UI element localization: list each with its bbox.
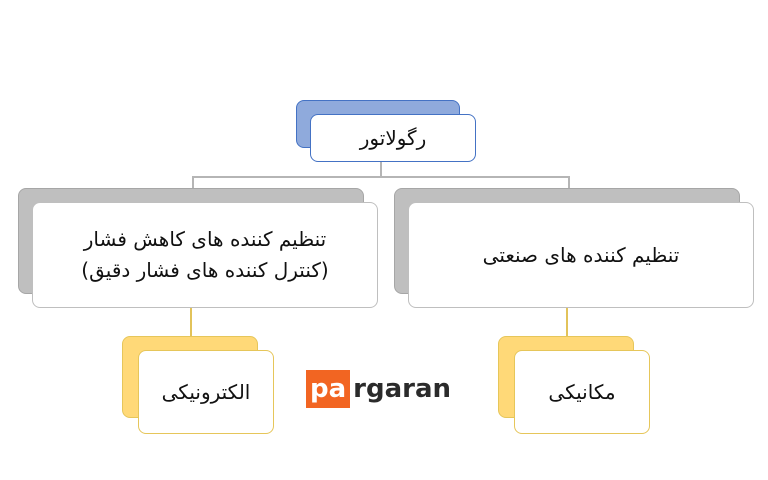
- right-leaf-label: مکانیکی: [548, 380, 616, 404]
- right-leaf-node: مکانیکی: [514, 350, 650, 434]
- left-branch-line2: (کنترل کننده های فشار دقیق): [81, 258, 329, 282]
- logo-text: rgaran: [353, 374, 452, 404]
- connector-left-vertical: [192, 176, 194, 188]
- connector-root-vertical: [380, 162, 382, 178]
- left-branch-node: تنظیم کننده های کاهش فشار (کنترل کننده ه…: [32, 202, 378, 308]
- left-leaf-label: الکترونیکی: [161, 380, 251, 404]
- root-label: رگولاتور: [359, 126, 427, 150]
- logo-badge: pa: [306, 370, 351, 408]
- root-node: رگولاتور: [310, 114, 476, 162]
- left-leaf-node: الکترونیکی: [138, 350, 274, 434]
- pargaran-logo: pa rgaran: [306, 370, 451, 408]
- right-branch-node: تنظیم کننده های صنعتی: [408, 202, 754, 308]
- connector-left-leaf: [190, 308, 192, 336]
- connector-horizontal: [192, 176, 570, 178]
- left-branch-line1: تنظیم کننده های کاهش فشار: [83, 227, 327, 251]
- connector-right-vertical: [568, 176, 570, 188]
- connector-right-leaf: [566, 308, 568, 336]
- right-branch-label: تنظیم کننده های صنعتی: [482, 243, 680, 267]
